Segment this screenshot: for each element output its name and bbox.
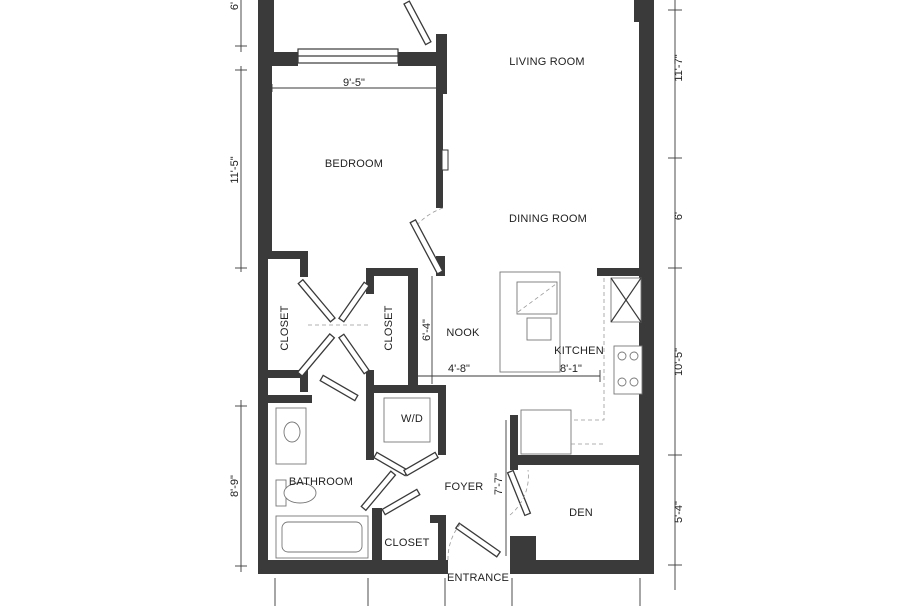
dim-bedroom-width: 9'-5" (343, 77, 365, 89)
label-closet-foyer: CLOSET (384, 537, 429, 549)
dim-right-kitchen: 10'-5" (673, 348, 685, 376)
exterior-walls (258, 0, 654, 574)
label-dining-room: DINING ROOM (509, 213, 587, 225)
label-entrance: ENTRANCE (447, 572, 509, 584)
dim-bathroom-depth: 8'-9" (229, 475, 241, 497)
kitchen-sink (526, 317, 552, 341)
left-dimension-lines (235, 0, 247, 572)
den-counter (520, 409, 572, 455)
label-closet-left: CLOSET (279, 305, 291, 350)
label-washer-dryer: W/D (401, 413, 423, 425)
label-den: DEN (569, 507, 593, 519)
dim-right-dining: 6' (673, 212, 685, 220)
label-bedroom: BEDROOM (325, 158, 383, 170)
washer-dryer (383, 397, 431, 443)
dim-right-living: 11'-7" (673, 54, 685, 81)
dim-foyer-depth: 7'-7" (493, 473, 505, 495)
inner-dimension-lines (271, 84, 601, 556)
label-foyer: FOYER (445, 481, 484, 493)
bottom-extension-lines (274, 578, 641, 606)
dim-bedroom-depth: 11'-5" (229, 156, 241, 183)
label-bathroom: BATHROOM (289, 476, 353, 488)
dim-nook-width: 4'-8" (448, 363, 470, 375)
right-dimension-lines (668, 0, 682, 590)
fixtures (275, 271, 643, 559)
label-nook: NOOK (446, 327, 480, 339)
doors (296, 0, 532, 561)
dimension-labels: 6' 9'-5" 11'-5" 6'-4" 4'-8" 8'-1" 8'-9" … (229, 2, 685, 523)
label-living-room: LIVING ROOM (509, 56, 585, 68)
room-labels: LIVING ROOM BEDROOM DINING ROOM CLOSET C… (279, 56, 604, 584)
dim-kitchen-width: 8'-1" (560, 363, 582, 375)
range (613, 345, 643, 395)
label-kitchen: KITCHEN (554, 345, 604, 357)
dim-right-den: 5'-4" (673, 501, 685, 523)
dim-left-top: 6' (229, 2, 241, 10)
dim-nook-depth: 6'-4" (421, 319, 433, 341)
window-marks (441, 149, 449, 171)
label-closet-right: CLOSET (383, 305, 395, 350)
interior-walls (268, 34, 654, 564)
